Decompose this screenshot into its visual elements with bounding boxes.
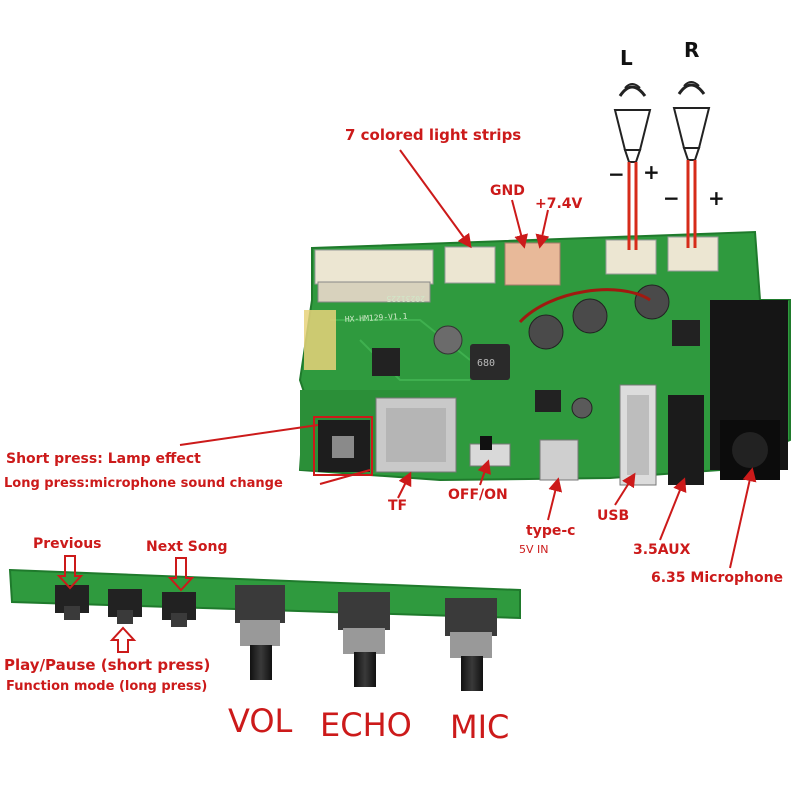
label-vol: VOL (228, 702, 293, 740)
label-l-minus: − (608, 162, 625, 186)
tf-card-slot (375, 397, 457, 473)
label-7-4v: +7.4V (535, 196, 583, 212)
label-function-mode: Function mode (long press) (6, 679, 208, 694)
label-gnd: GND (490, 183, 525, 199)
label-r-minus: − (663, 186, 680, 210)
label-l-plus: + (643, 160, 660, 184)
label-6-35-microphone: 6.35 Microphone (651, 570, 784, 586)
usb-port (619, 384, 657, 486)
button-previous (55, 585, 89, 620)
callout-lines (179, 149, 757, 569)
silk-model: HX-HM129-V1.1 (345, 312, 408, 324)
label-short-press: Short press: Lamp effect (6, 451, 201, 467)
label-off-on: OFF/ON (448, 487, 508, 503)
label-r: R (684, 38, 700, 62)
label-echo: ECHO (320, 706, 412, 744)
power-connector (504, 242, 561, 286)
bluetooth-antenna (304, 310, 336, 370)
chip-inductor (470, 344, 510, 380)
label-light-strips: 7 colored light strips (345, 126, 522, 144)
silk-date: 20231225 (386, 294, 425, 303)
label-mic: MIC (450, 708, 510, 746)
label-previous: Previous (33, 536, 102, 552)
light-strip-connector-small (444, 246, 496, 284)
mic-jack (710, 300, 788, 480)
chip-main (372, 348, 400, 376)
label-r-plus: + (708, 186, 725, 210)
type-c-port (539, 439, 579, 481)
speaker-left-connector (605, 239, 657, 275)
label-tf: TF (388, 498, 408, 514)
label-l: L (620, 46, 633, 70)
arrow-play-pause (109, 626, 137, 653)
button-next (162, 592, 196, 627)
speaker-wire-loop (518, 288, 651, 324)
label-play-pause: Play/Pause (short press) (4, 656, 211, 674)
light-strip-connector-large (314, 249, 434, 303)
label-3-5aux: 3.5AUX (633, 542, 691, 558)
chip-amp (672, 320, 700, 346)
label-usb: USB (597, 508, 630, 524)
arrow-next (167, 557, 195, 592)
speaker-plug-left (613, 83, 652, 250)
label-type-c: type-c (526, 523, 576, 539)
label-long-press: Long press:microphone sound change (4, 476, 283, 491)
speaker-plug-right (672, 81, 711, 248)
knob-echo (338, 592, 390, 687)
label-5v-in: 5V IN (519, 543, 549, 556)
label-next-song: Next Song (146, 539, 228, 555)
arrow-previous (56, 555, 84, 590)
capacitors (433, 284, 670, 419)
knob-mic (445, 598, 497, 691)
knob-vol (235, 585, 285, 680)
inductor-mark: 680 (477, 358, 495, 369)
lamp-button (313, 416, 373, 476)
speaker-right-connector (667, 236, 719, 272)
button-play-pause (108, 589, 142, 624)
chip-small (535, 390, 561, 412)
aux-jack (668, 395, 704, 485)
